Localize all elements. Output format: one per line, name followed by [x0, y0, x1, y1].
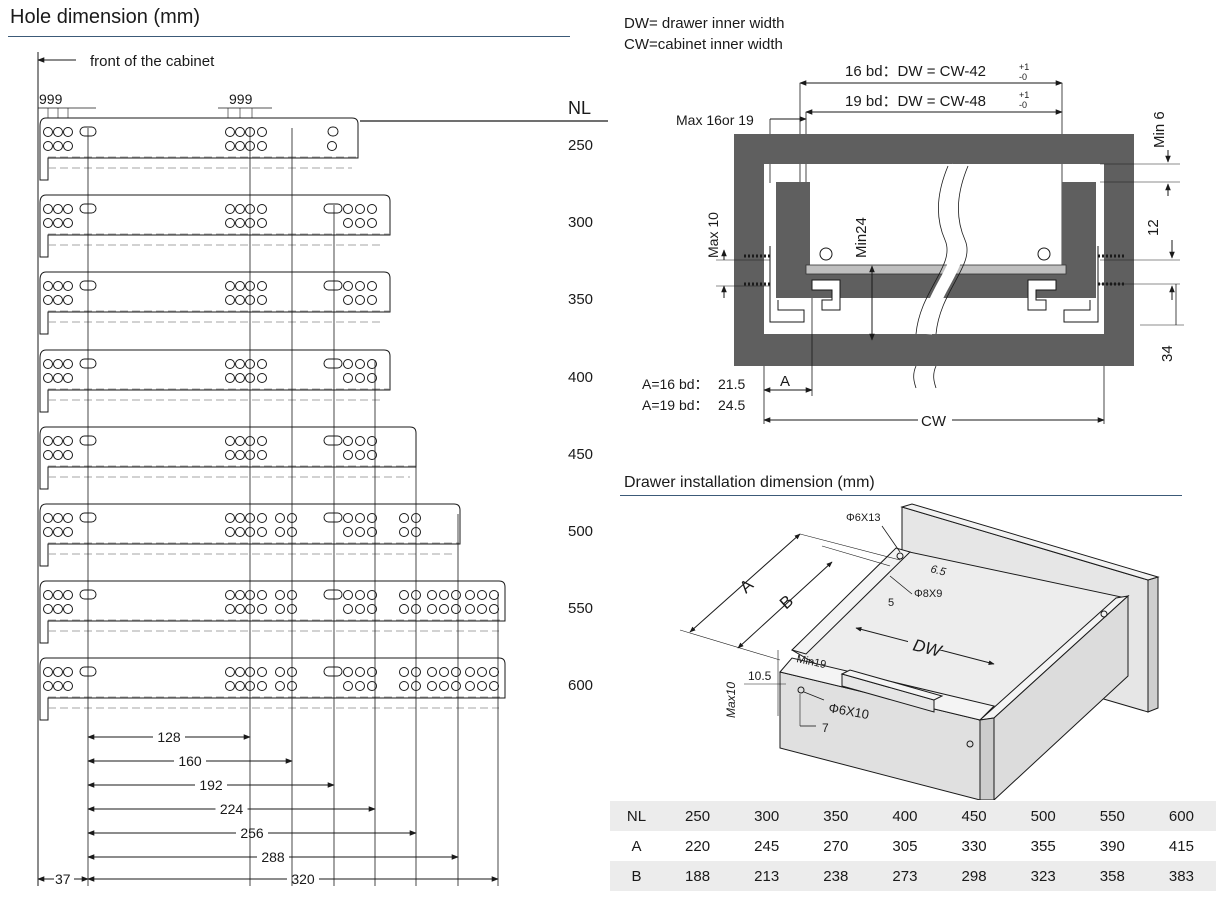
spacing-label: 224 — [220, 801, 244, 817]
table-row-header: B — [610, 861, 663, 891]
d105-label: 10.5 — [748, 669, 772, 683]
rail-nl-label: 450 — [568, 446, 593, 463]
hole-dimension-title: Hole dimension (mm) — [10, 6, 201, 28]
a19-value: 24.5 — [718, 397, 745, 413]
max10-iso-label: Max10 — [724, 682, 738, 718]
table-cell: 350 — [801, 801, 871, 831]
svg-text:-0: -0 — [1019, 72, 1027, 82]
spacing-label: 320 — [291, 871, 315, 887]
nl-header: NL — [568, 98, 591, 118]
rail-300: 300 — [39, 194, 593, 258]
table-cell: 550 — [1077, 801, 1147, 831]
spacing-label: 256 — [240, 825, 264, 841]
table-cell: 383 — [1146, 861, 1216, 891]
table-cell: 415 — [1146, 831, 1216, 861]
table-cell: 273 — [870, 861, 940, 891]
table-cell: 245 — [732, 831, 802, 861]
dw-definition: DW= drawer inner width — [624, 15, 785, 32]
install-title-rule — [620, 495, 1182, 496]
table-cell: 238 — [801, 861, 871, 891]
dw-16bd-tol: +1 — [1019, 62, 1029, 72]
max16-19-label: Max 16or 19 — [676, 112, 754, 128]
front-label: front of the cabinet — [90, 53, 215, 70]
table-cell: 213 — [732, 861, 802, 891]
spacing-label: 128 — [157, 729, 181, 745]
rail-nl-label: 350 — [568, 291, 593, 308]
phi8x9-label: Φ8X9 — [914, 588, 942, 600]
table-cell: 220 — [662, 831, 733, 861]
hole-dimension-drawing: front of the cabinet 999 999 NL 250 300 35… — [37, 52, 608, 888]
rail-250: 250 — [39, 117, 593, 181]
table-cell: 188 — [662, 861, 733, 891]
dw-19bd-tol: +1 — [1019, 90, 1029, 100]
spacing-label: 192 — [199, 777, 223, 793]
rail-550: 550 — [39, 580, 593, 644]
title-rule — [8, 36, 570, 37]
phi6x10-label: Φ6X10 — [827, 700, 870, 722]
a16-label: A=16 bd： — [642, 376, 709, 392]
iso-a-label: A — [736, 575, 758, 597]
spacing-label: 160 — [178, 753, 202, 769]
spacing-label: 288 — [261, 849, 285, 865]
rail-nl-label: 400 — [568, 369, 593, 386]
table-cell: 323 — [1008, 861, 1078, 891]
table-cell: 305 — [870, 831, 940, 861]
phi6x13-label: Φ6X13 — [846, 512, 880, 524]
d5-label: 5 — [888, 597, 894, 609]
rail-500: 500 — [39, 503, 593, 567]
rail-nl-label: 550 — [568, 600, 593, 617]
offset-37: 37 — [55, 871, 71, 887]
table-cell: 250 — [662, 801, 733, 831]
table-cell: 600 — [1146, 801, 1216, 831]
install-title: Drawer installation dimension (mm) — [624, 474, 875, 491]
rail-600: 600 — [39, 657, 593, 721]
iso-dw-label: DW — [911, 635, 945, 661]
rail-350: 350 — [39, 271, 593, 335]
d65-label: 6.5 — [929, 563, 948, 579]
dw-19bd: 19 bd：DW = CW-48 — [845, 93, 986, 110]
table-cell: 390 — [1077, 831, 1147, 861]
d34-label: 34 — [1159, 345, 1176, 362]
iso-b-label: B — [776, 591, 797, 613]
rail-nl-label: 300 — [568, 214, 593, 231]
min6-label: Min 6 — [1151, 111, 1168, 148]
svg-text:-0: -0 — [1019, 100, 1027, 110]
max10-label: Max 10 — [705, 212, 721, 258]
min19-label: Min19 — [795, 653, 827, 671]
a19-label: A=19 bd： — [642, 397, 709, 413]
cw-dimension-label: CW — [921, 413, 947, 430]
table-cell: 358 — [1077, 861, 1147, 891]
rails-group: 250 300 350 400 450 500 550 600 — [39, 117, 593, 721]
spacing-dimensions: 128 160 192 224 256 288 320 — [87, 728, 499, 888]
rail-nl-label: 600 — [568, 677, 593, 694]
min24-label: Min24 — [853, 217, 870, 258]
dw-16bd: 16 bd：DW = CW-42 — [845, 63, 986, 80]
top-marks-b: 999 — [229, 91, 253, 107]
d12-label: 12 — [1145, 219, 1162, 236]
rail-nl-label: 500 — [568, 523, 593, 540]
table-row-header: A — [610, 831, 663, 861]
a16-value: 21.5 — [718, 376, 745, 392]
table-cell: 355 — [1008, 831, 1078, 861]
table-cell: 450 — [939, 801, 1009, 831]
table-cell: 500 — [1008, 801, 1078, 831]
rail-400: 400 — [39, 349, 593, 413]
hole-reference-lines — [87, 128, 499, 886]
d7-label: 7 — [822, 721, 829, 735]
top-marks-a: 999 — [39, 91, 63, 107]
table-cell: 298 — [939, 861, 1009, 891]
cw-definition: CW=cabinet inner width — [624, 36, 783, 53]
table-cell: 400 — [870, 801, 940, 831]
table-cell: 330 — [939, 831, 1009, 861]
rail-nl-label: 250 — [568, 137, 593, 154]
table-cell: 270 — [801, 831, 871, 861]
table-row-header: NL — [610, 801, 663, 831]
table-cell: 300 — [732, 801, 802, 831]
a-dimension-label: A — [780, 373, 790, 390]
rail-450: 450 — [39, 426, 593, 490]
